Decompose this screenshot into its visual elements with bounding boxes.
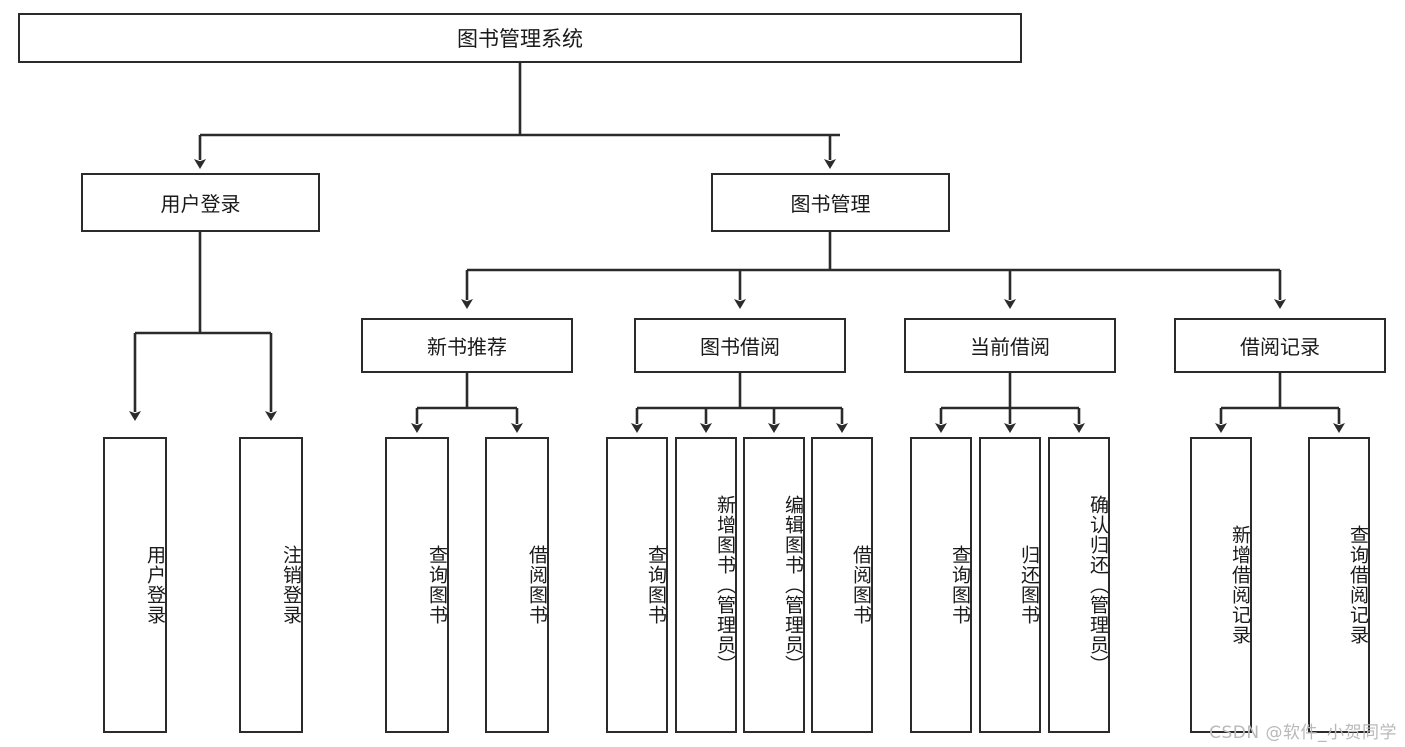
leaf-borrow-record-query-record[interactable]: 查询借阅记录	[1308, 437, 1370, 733]
node-label: 用户登录	[144, 545, 166, 625]
leaf-borrow-record-add-record[interactable]: 新增借阅记录	[1190, 437, 1252, 733]
node-label: 图书管理系统	[457, 27, 583, 51]
csdn-watermark: CSDN @软件_小贺同学	[1209, 723, 1397, 743]
leaf-user-login-logout[interactable]: 注销登录	[239, 437, 303, 733]
node-label: 注销登录	[280, 545, 302, 625]
node-label: 借阅图书	[850, 545, 872, 625]
node-label: 借阅图书	[526, 545, 548, 625]
leaf-book-borrow-query-book[interactable]: 查询图书	[606, 437, 668, 733]
leaf-book-borrow-add-book-admin[interactable]: 新增图书（管理员）	[675, 437, 737, 733]
node-label: 当前借阅	[970, 335, 1050, 359]
node-label: 查询图书	[426, 545, 448, 625]
node-label: 新增图书（管理员）	[714, 495, 736, 675]
node-label: 归还图书	[1018, 545, 1040, 625]
node-label: 确认归还（管理员）	[1087, 495, 1109, 675]
node-label: 查询图书	[645, 545, 667, 625]
leaf-new-book-borrow-book[interactable]: 借阅图书	[485, 437, 549, 733]
leaf-user-login-login[interactable]: 用户登录	[103, 437, 167, 733]
node-book-management[interactable]: 图书管理	[711, 173, 950, 232]
node-label: 查询借阅记录	[1347, 525, 1369, 645]
node-borrow-record[interactable]: 借阅记录	[1174, 318, 1386, 373]
leaf-book-borrow-edit-book-admin[interactable]: 编辑图书（管理员）	[743, 437, 805, 733]
leaf-new-book-query-book[interactable]: 查询图书	[385, 437, 449, 733]
node-root-book-management-system[interactable]: 图书管理系统	[18, 13, 1022, 63]
leaf-current-borrow-return-book[interactable]: 归还图书	[979, 437, 1041, 733]
node-label: 用户登录	[160, 192, 241, 216]
node-label: 图书管理	[790, 192, 871, 216]
leaf-book-borrow-borrow-book[interactable]: 借阅图书	[811, 437, 873, 733]
node-new-book-recommend[interactable]: 新书推荐	[361, 318, 573, 373]
node-label: 编辑图书（管理员）	[782, 495, 804, 675]
leaf-current-borrow-confirm-return-admin[interactable]: 确认归还（管理员）	[1048, 437, 1110, 733]
node-label: 图书借阅	[700, 335, 780, 359]
node-label: 新增借阅记录	[1229, 525, 1251, 645]
node-label: 新书推荐	[427, 335, 507, 359]
node-user-login[interactable]: 用户登录	[81, 173, 320, 232]
node-current-borrow[interactable]: 当前借阅	[904, 318, 1116, 373]
leaf-current-borrow-query-book[interactable]: 查询图书	[910, 437, 972, 733]
node-label: 查询图书	[949, 545, 971, 625]
node-book-borrow[interactable]: 图书借阅	[634, 318, 846, 373]
node-label: 借阅记录	[1240, 335, 1320, 359]
